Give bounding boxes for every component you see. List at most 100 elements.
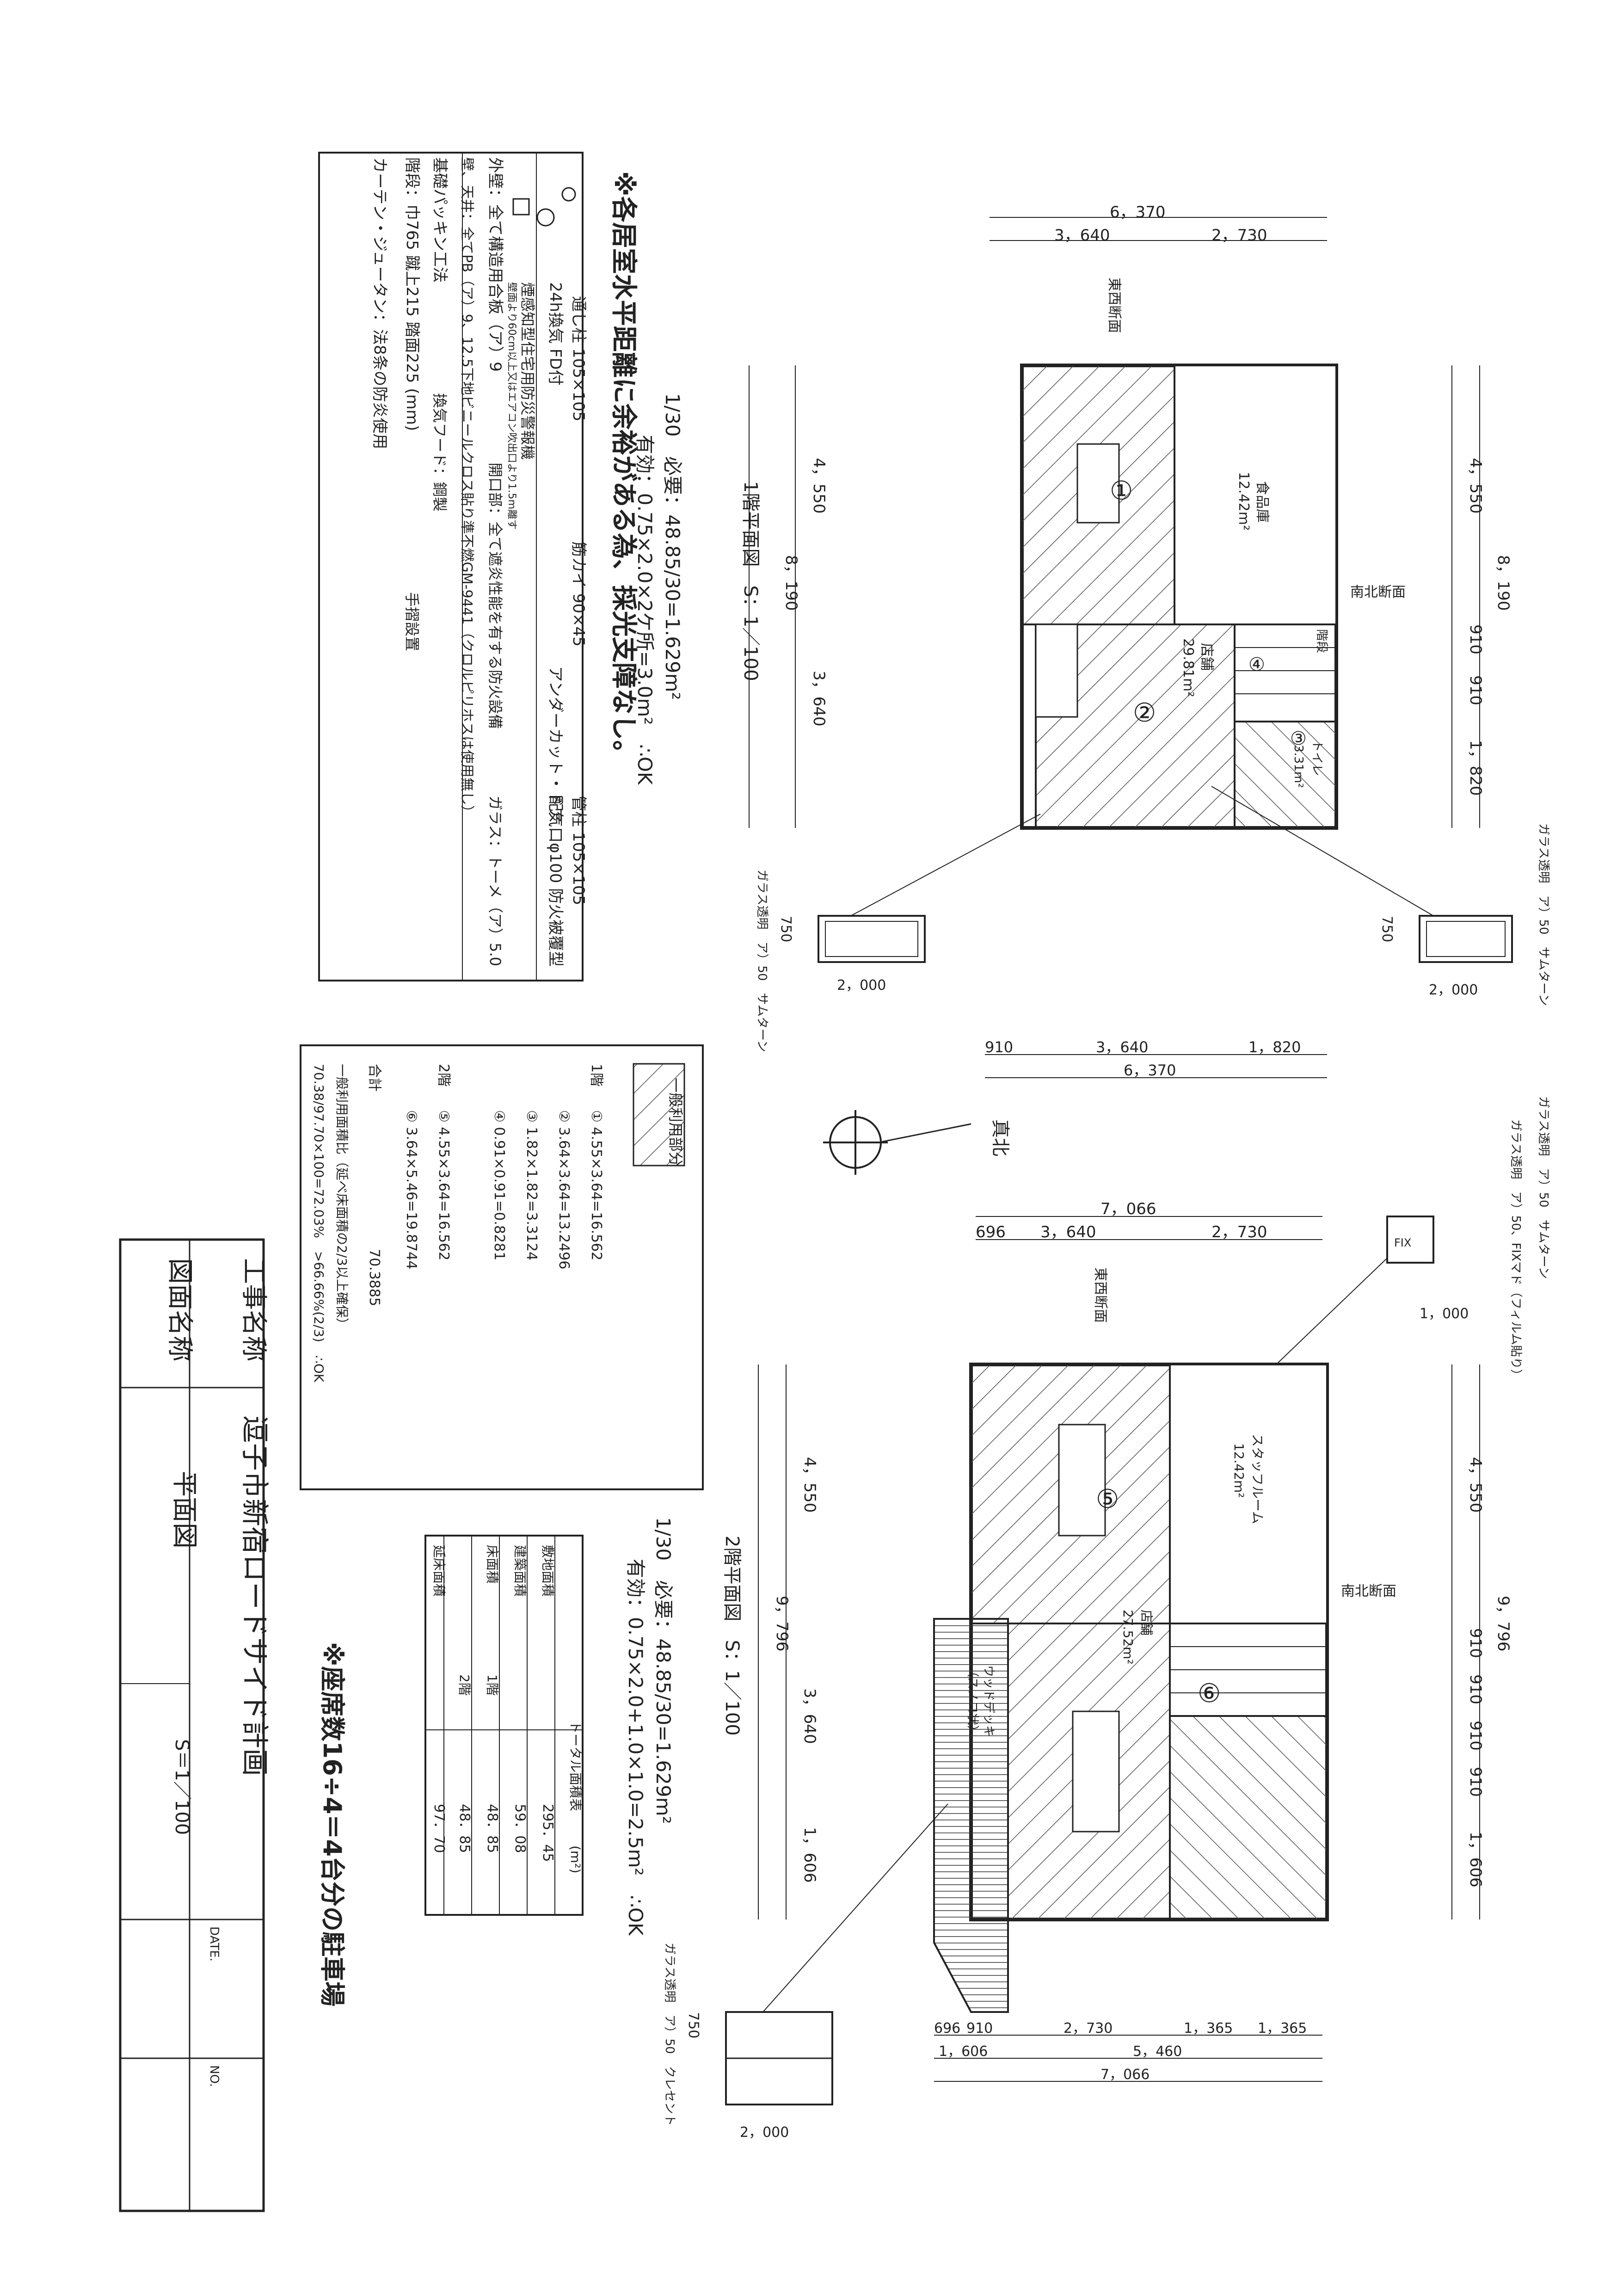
summary-table-title: トータル面積表	[568, 1721, 583, 1811]
floor2-window-fix-label: FIX	[1394, 1236, 1411, 1249]
floor2-window-fix-detail	[1386, 1216, 1434, 1264]
legend-row: 配気口φ100 防火被覆型	[546, 796, 565, 967]
floor1-room-stair: 階段	[1315, 629, 1328, 653]
floor2-table-2	[1072, 1710, 1120, 1833]
floor1-room-store: 食品庫	[1254, 481, 1270, 523]
legend-row: 24h換気 FD付	[546, 282, 565, 385]
summary-row-value: 97．70	[431, 1804, 447, 1853]
legend-row: 換気フード：鋼製	[431, 393, 449, 512]
floor1-stair	[1234, 623, 1337, 722]
floor1-room-wc-area: 3.31m²	[1291, 745, 1305, 788]
area-table-title: 一般利用部分	[667, 1078, 684, 1167]
notes-rows: 通し柱 105×105 筋カイ 90×45 管柱 105×105 24h換気 F…	[370, 157, 588, 967]
floor1-room-shop: 店舗	[1199, 643, 1215, 671]
floor1-window-right-detail	[1419, 915, 1513, 963]
floor1-dim-bottom-2: 3，640	[1096, 1038, 1148, 1056]
area-table-row: ④ 0.91×0.91=0.8281	[491, 1110, 507, 1260]
floor1-dim-right-4: 1，820	[1466, 740, 1485, 796]
floor2-wc	[1169, 1715, 1328, 1920]
area-table-row: ⑤ 4.55×3.64=16.562	[436, 1110, 452, 1260]
date-label: DATE.	[207, 1926, 221, 1962]
floor1-dim-top-total: 6，370	[1110, 203, 1166, 222]
north-arrow: 真北	[823, 1110, 1011, 1175]
floor1-title: 1階平面図 S：1／100	[740, 481, 761, 681]
floor2-dim-right-1: 4，550	[1466, 1457, 1485, 1513]
floor1-lighting-calc-2: 有効：0.75×2.0×2ケ所=3.0m² ∴OK	[633, 435, 656, 785]
floor2-room-shop: 店舗	[1139, 1610, 1154, 1636]
floor2-dim-bottom: 1，606	[939, 2043, 988, 2060]
floor1-label-number-3: ③	[1290, 728, 1307, 749]
area-table-ratio-1: 一般利用面積比（延べ床面積の2/3以上確保）	[334, 1064, 350, 1331]
area-table-row: ② 3.64×3.64=13.2496	[556, 1110, 572, 1269]
summary-row-label: 延床面積	[431, 1545, 447, 1597]
floor2-dim-left-3: 1，606	[800, 1827, 819, 1883]
floor2-dim-bottom-total: 7，066	[1100, 2067, 1150, 2083]
floor2-dim-left-2: 3，640	[800, 1688, 819, 1744]
summary-row-label: 敷地面積	[540, 1545, 555, 1597]
area-table-floor1: 1階	[588, 1064, 604, 1086]
floor2-window-left-w: 2，000	[740, 2124, 789, 2141]
floor2-room-deck-sub: （スノコ状）	[965, 1665, 979, 1737]
legend-row: 外壁：全て構造用合板（ア）9	[486, 157, 504, 372]
floor2-dim-bottom: 1，365	[1258, 2020, 1307, 2037]
floor1-dim-left-total: 8，190	[782, 555, 800, 611]
legend-row: 通し柱 105×105	[569, 296, 588, 421]
floor1-label-number-2: ②	[1133, 698, 1156, 728]
floor1-window-left-note: ガラス透明 ア）50 サムターン	[755, 870, 769, 1052]
floor2-dim-bottom: 1，365	[1184, 2020, 1233, 2037]
floor2-label-number-5: ⑤	[1096, 1484, 1119, 1514]
legend-row: 管柱 105×105	[569, 796, 588, 905]
legend-row: ガラス：トーメ（ア）5.0	[486, 796, 504, 966]
north-label: 真北	[990, 1119, 1011, 1156]
drawing-name: 平面図	[169, 1471, 199, 1549]
floor1-counter	[1035, 623, 1078, 718]
legend-row: カーテン・ジュータン：法8条の防炎使用	[370, 157, 389, 449]
floor2-dim-right-4: 910	[1466, 1721, 1485, 1751]
floor2-dim-top-1: 696	[976, 1223, 1006, 1241]
floor1-window-right-note: ガラス透明 ア）50 サムターン	[1537, 823, 1550, 1006]
summary-row-label: 建築面積	[512, 1545, 528, 1597]
smoke-detector-icon	[512, 198, 530, 216]
floor2-dim-top-total: 7，066	[1100, 1200, 1156, 1218]
floor2-window-left-note: ガラス透明 ア）50 クレセント	[663, 1943, 676, 2126]
area-table-total-value: 70.3885	[366, 1249, 382, 1306]
legend-row: 階段：巾765 蹴上215 踏面225 (mm)	[403, 157, 421, 431]
floor1-dim-bottom-3: 1，820	[1248, 1038, 1301, 1056]
floor1-dim-bottom-1: 910	[985, 1038, 1013, 1056]
floor1-room-shop-area: 29.81m²	[1180, 638, 1196, 697]
legend-row: 壁面より60cm以上又はエアコン吹出口より1.5m離す	[506, 282, 517, 530]
floor2-dim-right-total: 9，796	[1494, 1596, 1512, 1652]
summary-row-value: 48．85	[456, 1804, 473, 1853]
floor2-window-fix-size: 1，000	[1420, 1306, 1469, 1322]
floor2-table-1	[1058, 1424, 1106, 1537]
number-label: NO.	[207, 2065, 221, 2087]
floor1-window-right-w: 2，000	[1429, 982, 1478, 998]
floor2-dim-top-2: 3，640	[1040, 1223, 1096, 1241]
floor2-staff-room	[1169, 1364, 1328, 1624]
floor2-label-east-west: 東西断面	[1092, 1267, 1108, 1323]
floor1-room-store-area: 12.42m²	[1236, 472, 1252, 531]
floor1-label-south-north: 南北断面	[1350, 584, 1406, 600]
floor2-title: 2階平面図 S：1／100	[721, 1536, 743, 1736]
floor2-lighting-calc-1: 1/30 必要：48.85/30=1.629m²	[652, 1517, 675, 1824]
legend-row: 筋カイ 90×45	[569, 541, 588, 647]
area-table-hatch-swatch	[633, 1063, 685, 1167]
title-block: 工事名称 逗子市新宿ロードサイド計画 図面名称 平面図 S＝1／100 DATE…	[119, 1238, 270, 2212]
floor1-label-east-west: 東西断面	[1106, 278, 1122, 333]
floor2-label-number-6: ⑥	[1198, 1679, 1221, 1709]
floor2-dim-left-total: 9，796	[773, 1596, 791, 1652]
parking-note: ※座席数16÷4＝4台分の駐車場	[318, 1642, 347, 2006]
floor1-window-left-w: 2，000	[837, 977, 886, 994]
floor1-dim-left-2: 3，640	[810, 671, 828, 727]
floor1-dim-top-2: 2，730	[1211, 226, 1267, 245]
area-table-total-label: 合計	[366, 1064, 382, 1092]
floor1-dim-right-3: 910	[1466, 675, 1485, 705]
floor2-dim-bottom: 696	[934, 2020, 960, 2037]
project-label: 工事名称	[239, 1258, 269, 1362]
legend-row: 基礎パッキン工法	[430, 157, 449, 283]
notes-box: ※各居室水平距離に余裕がある為、採光支障なし。 通し柱 105×105 筋カイ …	[318, 152, 639, 981]
floor1-lighting-calc-1: 1/30 必要：48.85/30=1.629m²	[661, 393, 684, 700]
area-table-row: ③ 1.82×1.82=3.3124	[523, 1110, 540, 1260]
floor1-plan: 6，370 3，640 2，730 食品庫 12.42m² 店舗 29.81m²…	[740, 203, 1550, 1079]
